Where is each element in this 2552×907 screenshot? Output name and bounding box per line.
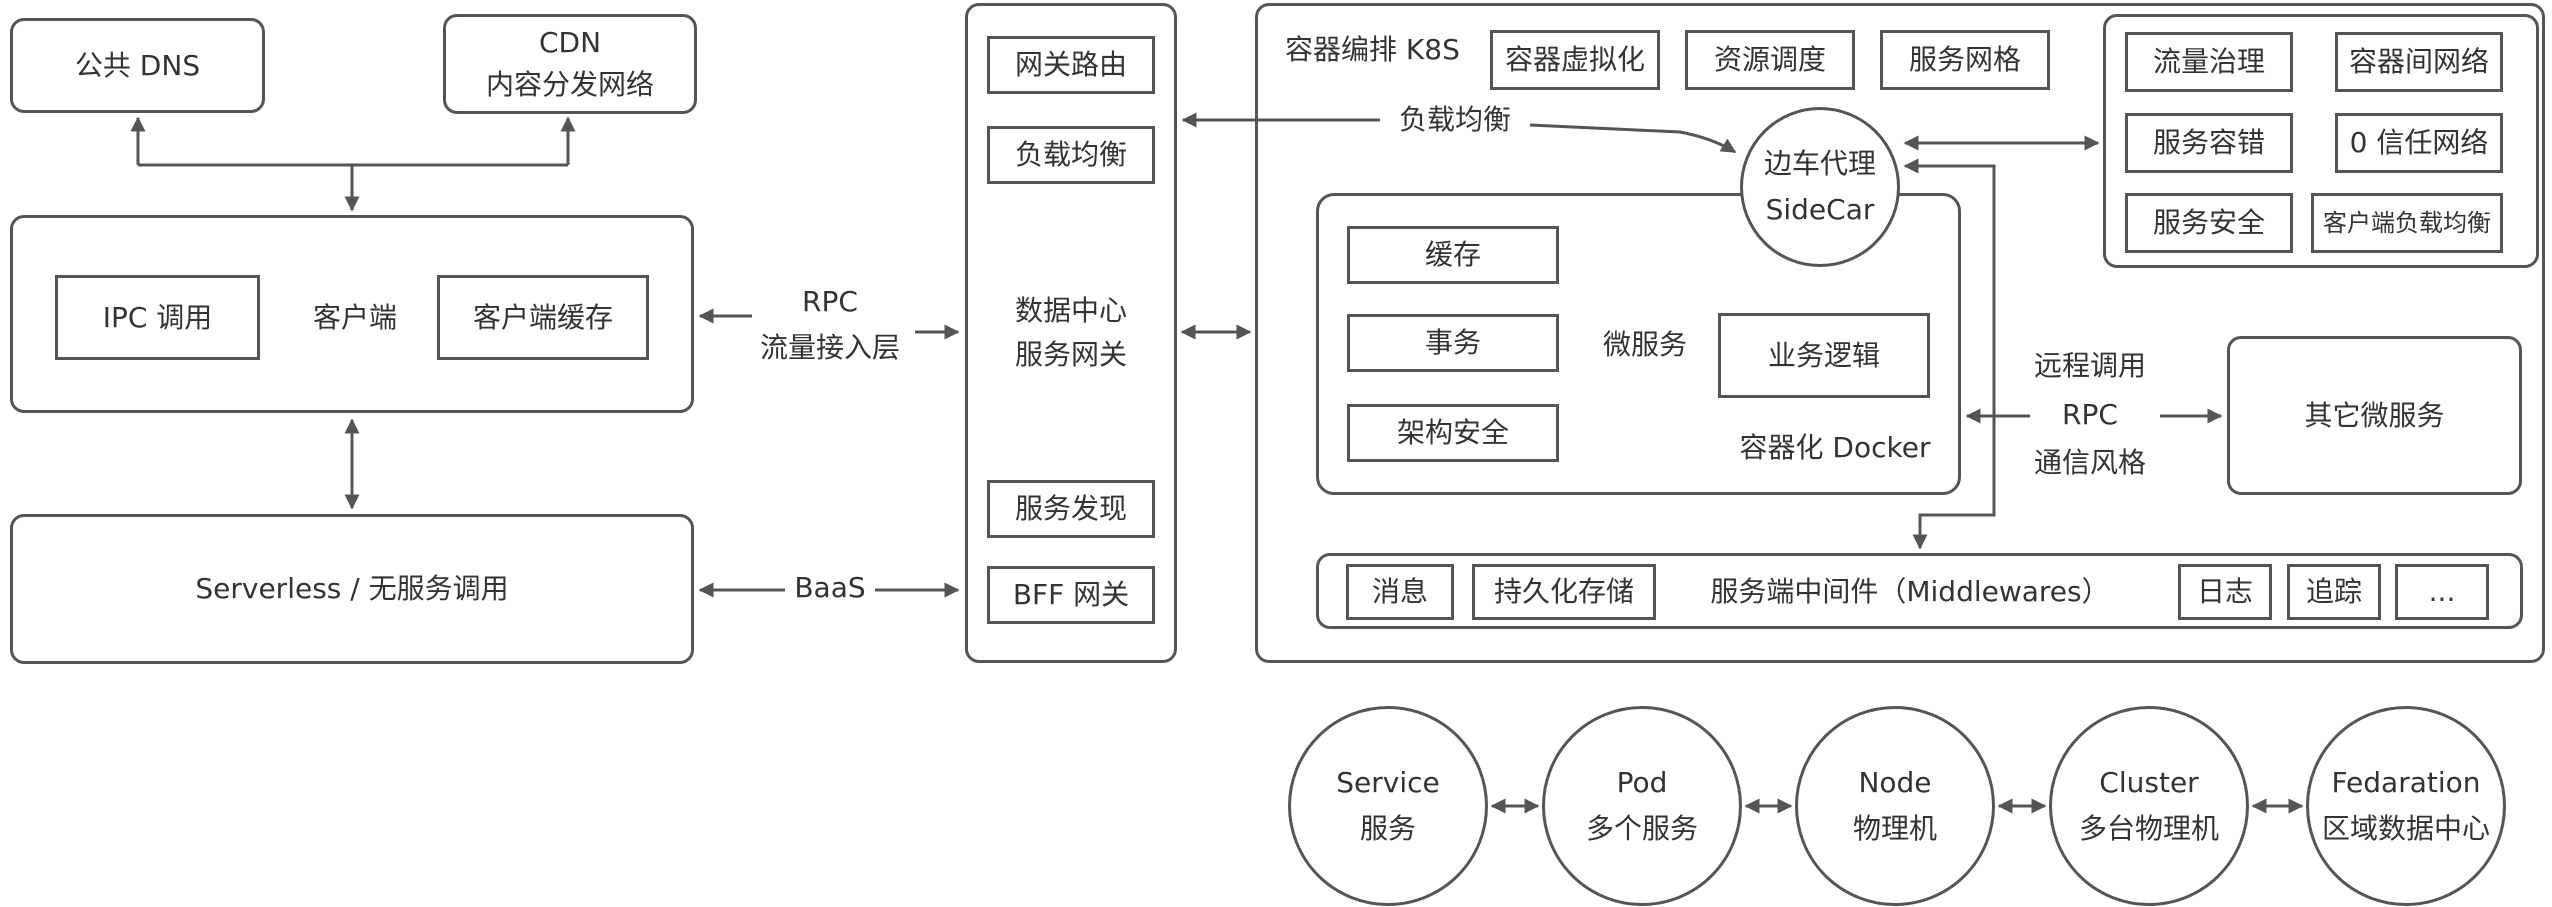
message-box <box>1346 564 1454 620</box>
serverless-label: Serverless / 无服务调用 <box>195 572 509 605</box>
service-mesh-box <box>1880 30 2050 90</box>
gateway-lb-box <box>987 126 1155 184</box>
more-box <box>2395 564 2489 620</box>
tracing-label: 追踪 <box>2305 575 2362 608</box>
client-title: 客户端 <box>312 301 397 334</box>
transaction-box <box>1347 314 1559 372</box>
public-dns-box <box>10 18 265 113</box>
hierarchy-node-line2: 物理机 <box>1852 812 1937 845</box>
hierarchy-federation-line2: 区域数据中心 <box>2321 812 2490 845</box>
traffic-governance-label: 流量治理 <box>2152 45 2265 78</box>
message-label: 消息 <box>1371 575 1428 608</box>
log-label: 日志 <box>2196 575 2253 608</box>
gateway-lb-label: 负载均衡 <box>1014 138 1127 171</box>
docker-label: 容器化 Docker <box>1739 431 1931 464</box>
middleware-title: 服务端中间件（Middlewares） <box>1710 575 2110 608</box>
service-discovery-box <box>987 480 1155 538</box>
container-virtualization-label: 容器虚拟化 <box>1504 43 1645 76</box>
remote-call-label: 远程调用 <box>2033 349 2146 382</box>
rpc2-label: RPC <box>2062 398 2118 431</box>
bff-gateway-box <box>987 566 1155 624</box>
cdn-label: CDN 内容分发网络 <box>443 14 697 114</box>
persistence-box <box>1472 564 1656 620</box>
arrow-lb-to-sidecar <box>1529 123 1737 154</box>
sidecar-circle: 边车代理 SideCar <box>1740 107 1900 267</box>
zero-trust-box <box>2335 113 2503 173</box>
comm-style-label: 通信风格 <box>2033 446 2146 479</box>
traffic-access-label: 流量接入层 <box>759 331 900 364</box>
client-cache-box <box>437 275 649 360</box>
cache-box <box>1347 226 1559 284</box>
architecture-security-label: 架构安全 <box>1396 416 1509 449</box>
hierarchy-service: Service 服务 <box>1288 706 1488 906</box>
cdn-line1: CDN <box>538 26 602 59</box>
more-label: ... <box>2428 575 2456 608</box>
load-balance-connector-label: 负载均衡 <box>1385 98 1525 142</box>
client-lb-label: 客户端负载均衡 <box>2323 209 2491 237</box>
hierarchy-service-line2: 服务 <box>1359 812 1416 845</box>
architecture-security-box <box>1347 404 1559 462</box>
hierarchy-node: Node 物理机 <box>1795 706 1995 906</box>
arrow-sidecar-loop <box>1903 158 1996 550</box>
public-dns-label: 公共 DNS <box>74 48 201 82</box>
hierarchy-federation: Fedaration 区域数据中心 <box>2306 706 2506 906</box>
hierarchy-pod: Pod 多个服务 <box>1542 706 1742 906</box>
traffic-governance-box <box>2125 32 2293 92</box>
service-security-label: 服务安全 <box>2152 206 2265 239</box>
business-logic-label: 业务逻辑 <box>1767 338 1880 372</box>
service-mesh-label: 服务网格 <box>1908 43 2021 76</box>
service-discovery-label: 服务发现 <box>1014 492 1127 525</box>
sidecar-line2: SideCar <box>1765 193 1875 226</box>
hierarchy-node-line1: Node <box>1858 766 1932 799</box>
business-logic-box <box>1718 313 1930 398</box>
hierarchy-federation-line1: Fedaration <box>2331 766 2481 799</box>
client-lb-box <box>2311 193 2503 253</box>
container-network-label: 容器间网络 <box>2348 45 2489 78</box>
gateway-center-label: 数据中心 服务网关 <box>965 285 1177 381</box>
gateway-routing-box <box>987 36 1155 94</box>
service-security-box <box>2125 193 2293 253</box>
hierarchy-pod-line1: Pod <box>1616 766 1668 799</box>
microservice-title: 微服务 <box>1602 328 1687 361</box>
hierarchy-pod-line2: 多个服务 <box>1585 812 1698 845</box>
center-line2: 服务网关 <box>1014 338 1127 371</box>
resource-scheduling-label: 资源调度 <box>1713 43 1826 76</box>
k8s-title: 容器编排 K8S <box>1285 33 1460 66</box>
rpc-label: RPC <box>802 285 858 318</box>
tracing-box <box>2287 564 2381 620</box>
ipc-call-label: IPC 调用 <box>102 300 213 334</box>
bff-gateway-label: BFF 网关 <box>1012 578 1130 611</box>
ipc-call-box <box>55 275 260 360</box>
cdn-line2: 内容分发网络 <box>485 68 654 101</box>
cdn-box <box>443 14 697 114</box>
log-box <box>2178 564 2272 620</box>
transaction-label: 事务 <box>1424 326 1481 359</box>
fault-tolerance-box <box>2125 113 2293 173</box>
client-cache-label: 客户端缓存 <box>472 300 613 334</box>
hierarchy-cluster-line1: Cluster <box>2099 766 2199 799</box>
zero-trust-label: 0 信任网络 <box>2349 126 2489 159</box>
gateway-column <box>965 3 1177 663</box>
container-virtualization-box <box>1490 30 1660 90</box>
sidecar-line1: 边车代理 <box>1763 147 1876 180</box>
other-services-label: 其它微服务 <box>2304 398 2445 432</box>
center-line1: 数据中心 <box>1014 294 1127 327</box>
container-network-box <box>2335 32 2503 92</box>
gateway-routing-label: 网关路由 <box>1014 48 1127 81</box>
hierarchy-cluster-line2: 多台物理机 <box>2078 812 2219 845</box>
persistence-label: 持久化存储 <box>1493 575 1634 608</box>
other-services-box <box>2227 336 2522 495</box>
hierarchy-service-line1: Service <box>1336 766 1440 799</box>
baas-label: BaaS <box>785 566 875 610</box>
fault-tolerance-label: 服务容错 <box>2152 126 2265 159</box>
serverless-box <box>10 514 694 664</box>
cache-label: 缓存 <box>1424 238 1481 271</box>
hierarchy-cluster: Cluster 多台物理机 <box>2049 706 2249 906</box>
resource-scheduling-box <box>1685 30 1855 90</box>
